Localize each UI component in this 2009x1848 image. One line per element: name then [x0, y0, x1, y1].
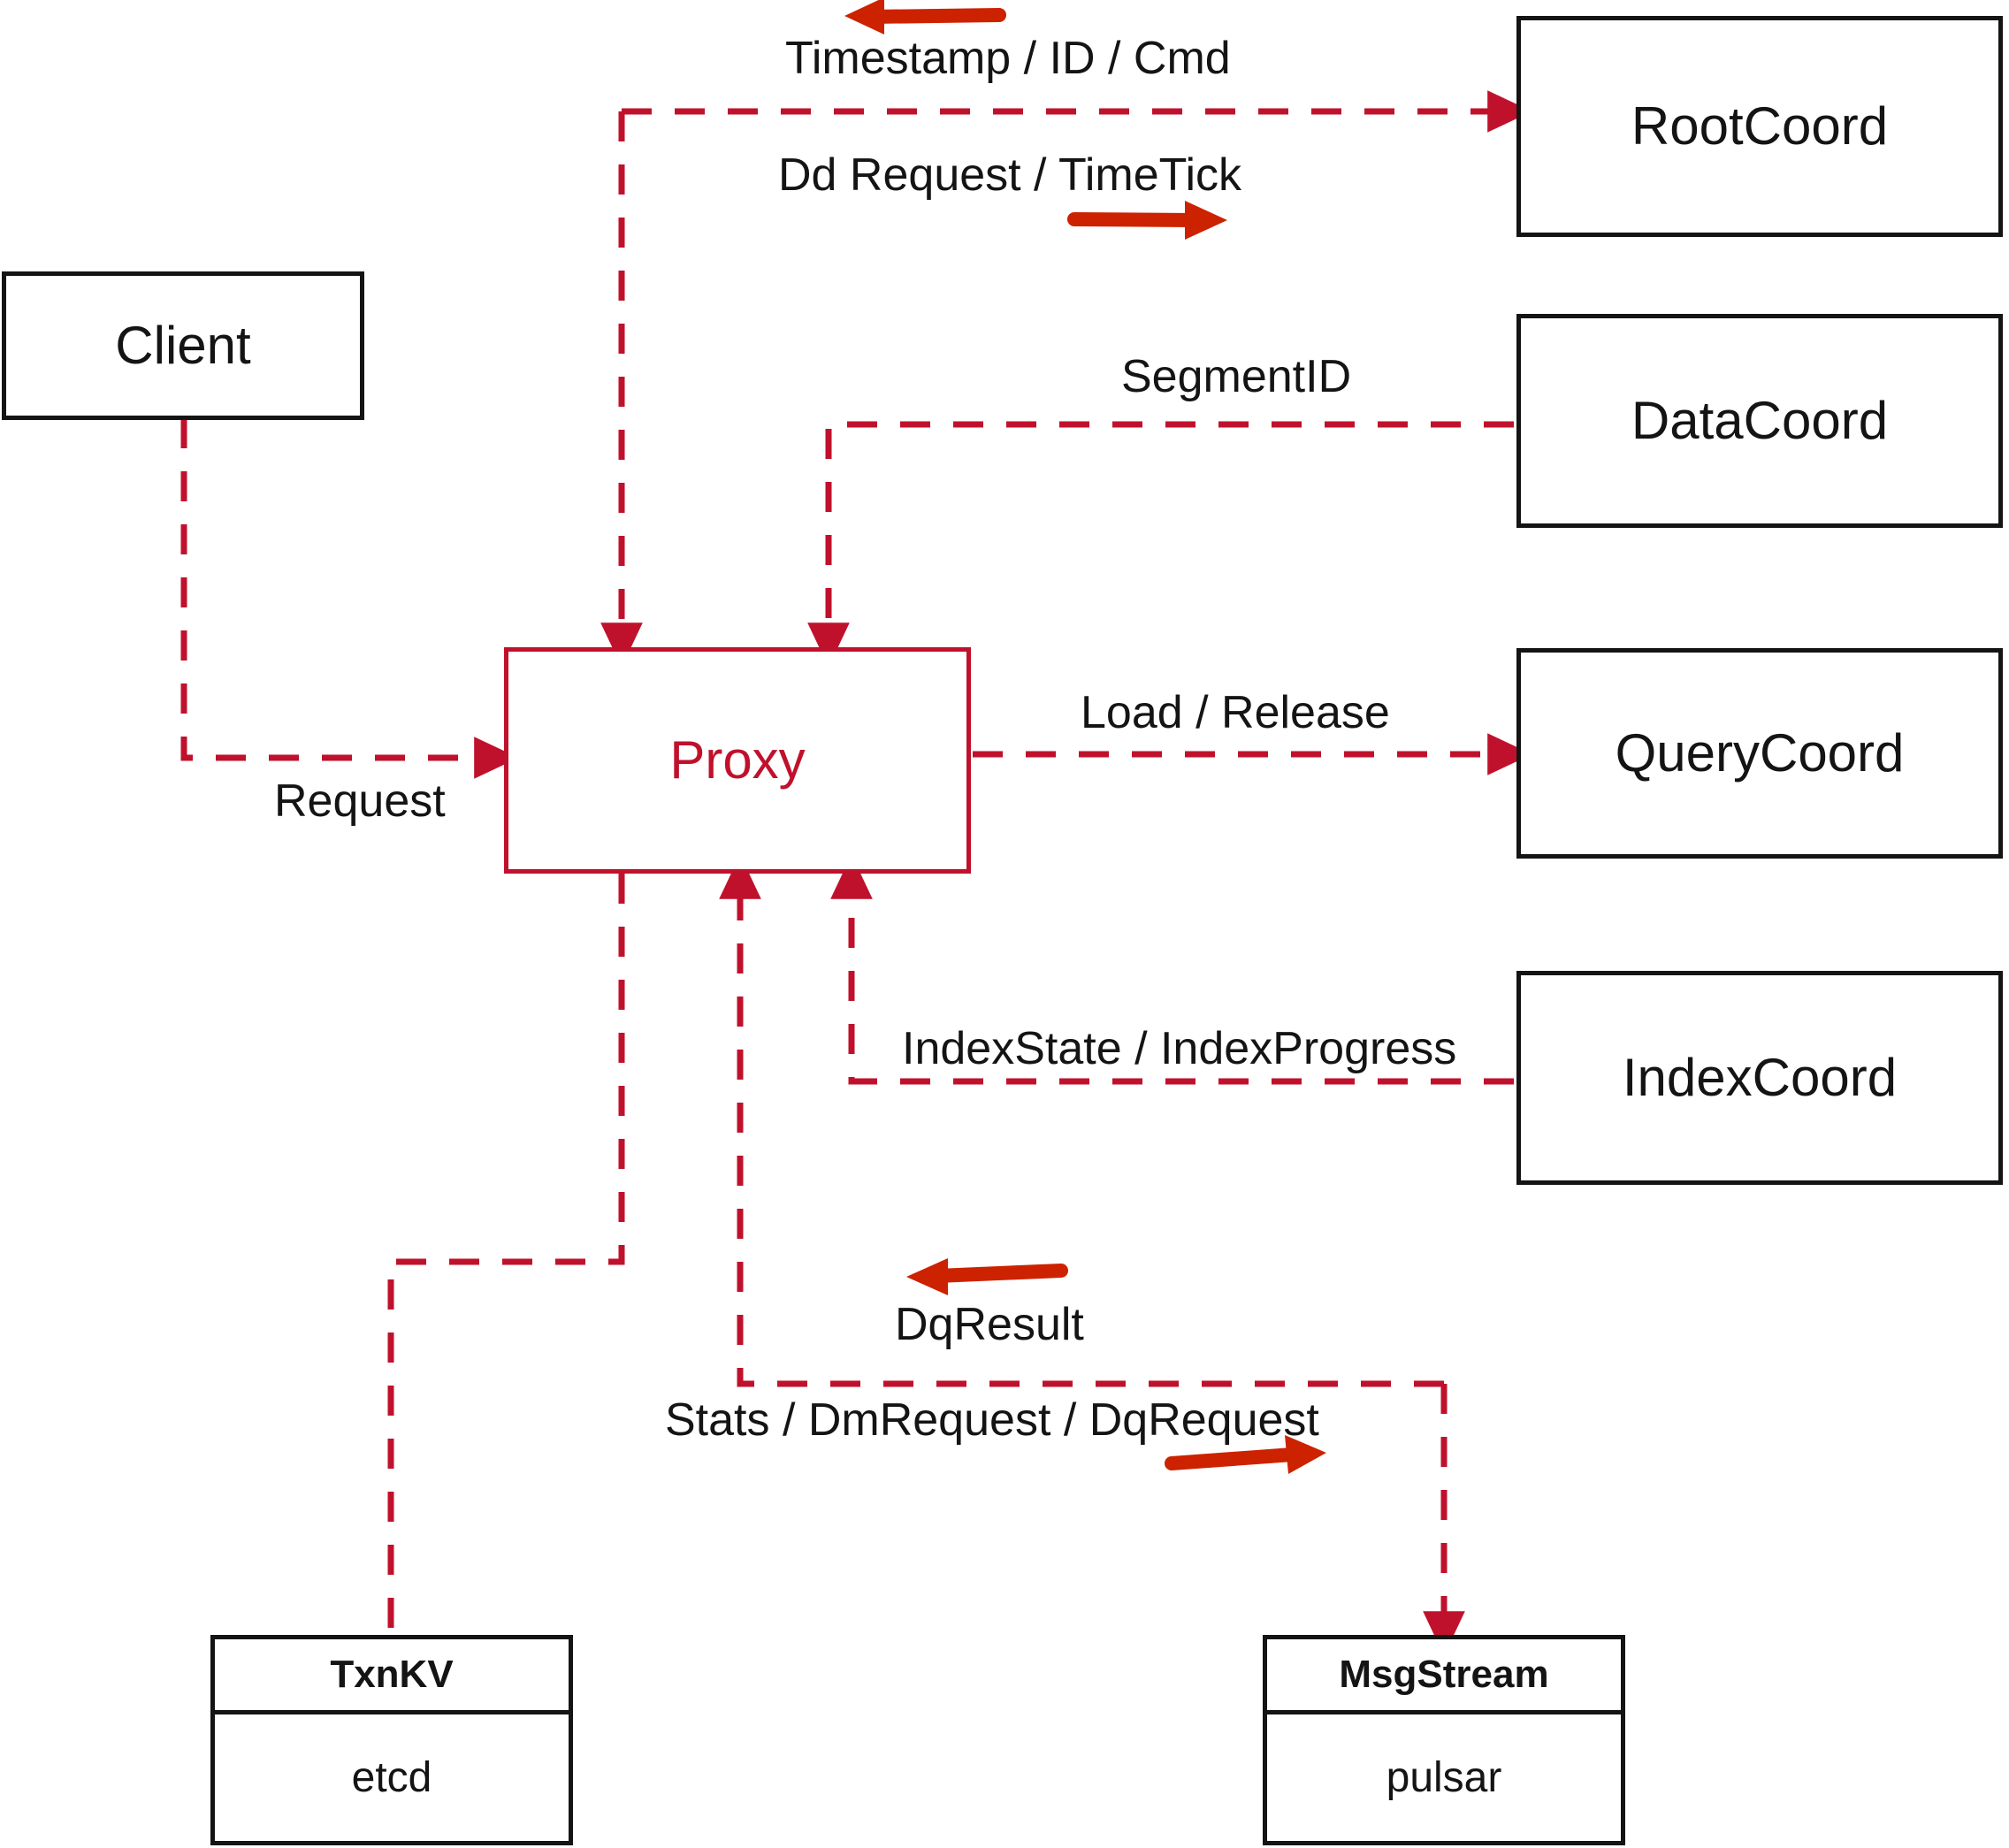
node-querycoord[interactable]: QueryCoord: [1516, 648, 2003, 859]
node-indexcoord-label: IndexCoord: [1622, 1048, 1898, 1107]
direction-arrow-dqrequest-right: [1165, 1435, 1326, 1474]
direction-arrow-timestamp-left: [844, 0, 1006, 34]
direction-arrow-ddrequest-right: [1067, 201, 1227, 240]
edge-client-to-proxy: [180, 418, 519, 779]
node-txnkv[interactable]: TxnKV etcd: [210, 1635, 573, 1845]
node-datacoord[interactable]: DataCoord: [1516, 314, 2003, 528]
edge-label-stats-dm-dq-request: Stats / DmRequest / DqRequest: [665, 1394, 1319, 1446]
node-client[interactable]: Client: [2, 271, 364, 420]
edge-label-index-state-progress: IndexState / IndexProgress: [902, 1023, 1457, 1074]
node-txnkv-title: TxnKV: [330, 1653, 454, 1696]
edge-label-timestamp-id-cmd: Timestamp / ID / Cmd: [785, 33, 1231, 84]
node-txnkv-body: etcd: [215, 1714, 569, 1841]
direction-arrow-dqresult-left: [906, 1258, 1068, 1295]
node-proxy[interactable]: Proxy: [504, 647, 971, 874]
edge-label-segment-id: SegmentID: [1121, 351, 1352, 402]
edge-proxy-to-txnkv: [387, 874, 625, 1632]
node-msgstream-body: pulsar: [1267, 1714, 1621, 1841]
edge-datacoord-to-proxy: [807, 421, 1514, 668]
node-rootcoord[interactable]: RootCoord: [1516, 16, 2003, 237]
node-indexcoord[interactable]: IndexCoord: [1516, 971, 2003, 1185]
edge-label-dq-result: DqResult: [895, 1299, 1084, 1350]
edge-label-request: Request: [274, 775, 446, 827]
node-client-label: Client: [115, 316, 251, 375]
edge-label-dd-request-timetick: Dd Request / TimeTick: [778, 149, 1242, 201]
node-proxy-label: Proxy: [669, 730, 806, 790]
node-querycoord-label: QueryCoord: [1615, 723, 1905, 783]
edge-msgstream-to-proxy: [719, 854, 1444, 1387]
node-msgstream-header: MsgStream: [1267, 1639, 1621, 1714]
node-datacoord-label: DataCoord: [1631, 391, 1889, 450]
node-rootcoord-label: RootCoord: [1631, 96, 1889, 156]
node-msgstream-title: MsgStream: [1339, 1653, 1549, 1696]
edge-label-load-release: Load / Release: [1081, 687, 1390, 738]
node-msgstream-impl: pulsar: [1386, 1754, 1502, 1801]
node-msgstream[interactable]: MsgStream pulsar: [1263, 1635, 1625, 1845]
node-txnkv-impl: etcd: [351, 1754, 432, 1801]
node-txnkv-header: TxnKV: [215, 1639, 569, 1714]
edge-indexcoord-to-proxy: [830, 854, 1514, 1085]
